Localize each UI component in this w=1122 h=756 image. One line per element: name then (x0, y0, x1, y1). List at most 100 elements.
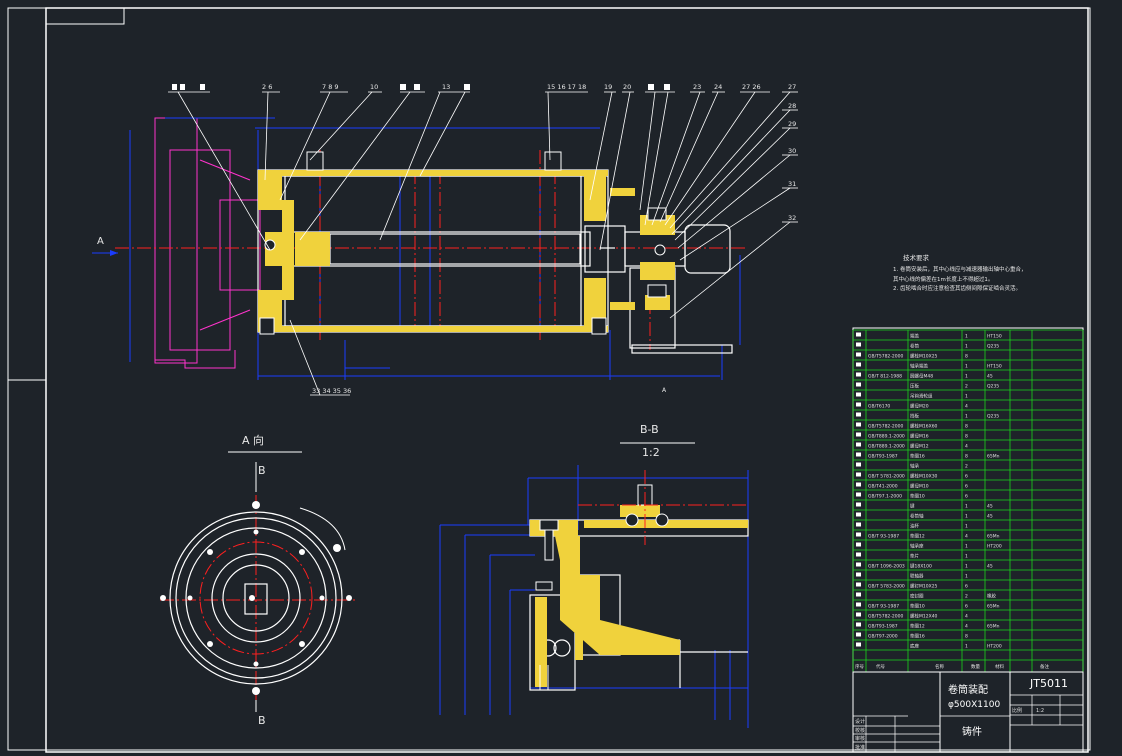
bom-qty: 8 (965, 354, 968, 360)
bom-name: 轴承座 (910, 543, 924, 550)
bom-name: 螺栓M10X30 (910, 473, 938, 480)
scale-label: 比例 (1012, 707, 1022, 714)
bom-code: GB/T5782-2000 (868, 354, 904, 360)
bom-qty: 1 (965, 554, 968, 560)
bom-qty: 4 (965, 404, 968, 410)
bom-qty: 8 (965, 434, 968, 440)
bom-qty: 1 (965, 334, 968, 340)
assembly-name: 卷筒装配 (948, 683, 988, 696)
bom-qty: 6 (965, 494, 968, 500)
bom-row-marker (856, 592, 861, 597)
bom-code: GB/T97.1-2000 (868, 494, 902, 500)
bom-qty: 2 (965, 384, 968, 390)
row-label: 批准 (855, 744, 865, 751)
bom-row-marker (856, 572, 861, 577)
bom-name: 螺栓M12X40 (910, 613, 938, 620)
bom-header-label: 名称 (935, 663, 944, 670)
balloon-label: 13 (442, 83, 450, 91)
bom-code: GB/T 1096-2003 (868, 564, 905, 570)
bom-qty: 1 (965, 374, 968, 380)
bom-material: 65Mn (987, 454, 1000, 460)
bom-name: 螺栓M16X60 (910, 423, 938, 430)
bom-row-marker (856, 332, 861, 337)
bom-qty: 4 (965, 534, 968, 540)
bom-qty: 1 (965, 524, 968, 530)
bom-code: GB/T889.1-2000 (868, 444, 905, 450)
bom-name: 油杯 (910, 523, 919, 530)
bom-name: 垫圈12 (910, 533, 925, 540)
bom-name: 轴承 (910, 463, 919, 470)
bom-qty: 1 (965, 514, 968, 520)
bom-qty: 6 (965, 484, 968, 490)
section-title: B-B (640, 423, 659, 436)
bom-row-marker (856, 372, 861, 377)
tech-req-title: 技术要求 (903, 253, 930, 262)
bom-qty: 1 (965, 544, 968, 550)
bom-material: HT200 (987, 544, 1002, 550)
balloon-label: 23 (693, 83, 701, 91)
bom-row-marker (856, 602, 861, 607)
bom-code: GB/T 812-1988 (868, 374, 902, 380)
material-label: 铸件 (962, 725, 982, 738)
bom-header-label: 数量 (971, 663, 980, 670)
bom-qty: 1 (965, 504, 968, 510)
title-block: JT5011 卷筒装配 φ500X1100 铸件 比例 1:2 设计 校核 审核… (852, 671, 1084, 753)
bom-qty: 8 (965, 454, 968, 460)
row-label: 校核 (855, 727, 865, 734)
bom-name: 键18X100 (910, 563, 932, 570)
bom-code: GB/T 5781-2000 (868, 474, 905, 480)
bom-row-marker (856, 472, 861, 477)
bom-qty: 4 (965, 614, 968, 620)
bom-row-marker (856, 402, 861, 407)
bom-row-marker (856, 612, 861, 617)
bom-name: 垫圈16 (910, 633, 925, 640)
bom-qty: 4 (965, 624, 968, 630)
bom-name: 螺栓M10X25 (910, 353, 938, 360)
bom-material: HT150 (987, 364, 1002, 370)
balloon-label: 2 6 (262, 83, 272, 91)
balloon-label: 29 (788, 120, 796, 128)
bom-name: 螺钉M10X25 (910, 583, 938, 590)
balloon-label: 27 26 (742, 83, 761, 91)
bom-row-marker (856, 352, 861, 357)
bom-qty: 6 (965, 474, 968, 480)
bom-row-marker (856, 422, 861, 427)
scale-value: 1:2 (1036, 708, 1044, 714)
bom-name: 螺母M10 (910, 483, 929, 490)
bom-row-marker (856, 492, 861, 497)
bom-row-marker (856, 542, 861, 547)
bom-row-marker (856, 362, 861, 367)
bom-row-marker (856, 562, 861, 567)
bom-row-marker (856, 482, 861, 487)
bom-row-marker (856, 462, 861, 467)
bom-name: 螺母M16 (910, 433, 929, 440)
view-arrow-label: A (97, 236, 104, 247)
drawing-number: JT5011 (1029, 677, 1068, 690)
bom-header-label: 代号 (876, 663, 885, 670)
bom-header-label: 材料 (995, 663, 1004, 670)
bom-name: 挡板 (910, 413, 919, 420)
bom-material: 45 (987, 564, 993, 570)
bom-header-label: 备注 (1040, 663, 1049, 670)
bom-name: 端盖 (910, 333, 919, 340)
bom-name: 吊钩滑轮组 (910, 393, 933, 400)
bom-row-marker (856, 382, 861, 387)
bom-qty: 4 (965, 444, 968, 450)
balloon-label: 30 (788, 147, 796, 155)
balloon-label: 27 (788, 83, 796, 91)
technical-requirements: 技术要求 1. 卷筒安装后，其中心线应与减速器输出轴中心重合， 其中心线的偏差在… (893, 253, 1027, 292)
balloon-label: 32 (788, 214, 796, 222)
balloon-label: 33 34 35 36 (312, 387, 351, 395)
bom-name: 卷筒轴 (910, 513, 924, 520)
bom-code: GB/T6170 (868, 404, 890, 410)
bom-qty: 6 (965, 604, 968, 610)
corner-label-box (45, 7, 125, 25)
bom-qty: 1 (965, 344, 968, 350)
tech-req-line: 其中心线的偏差在1m长度上不得超过1。 (893, 275, 993, 283)
bom-qty: 8 (965, 424, 968, 430)
assembly-size: φ500X1100 (948, 700, 1000, 710)
bom-material: HT200 (987, 644, 1002, 650)
bom-qty: 8 (965, 634, 968, 640)
